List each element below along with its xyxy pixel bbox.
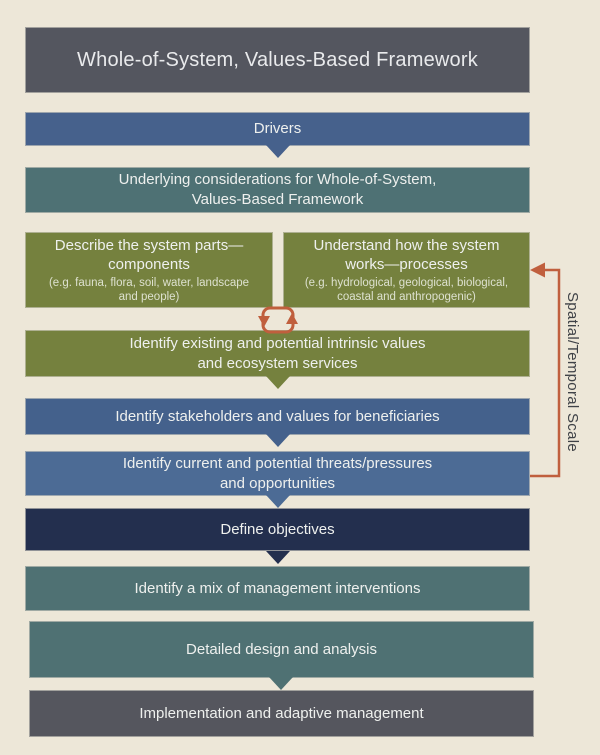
considerations-label: Underlying considerations for Whole-of-S…	[118, 171, 437, 208]
objectives-box: Define objectives	[25, 508, 530, 551]
considerations-box: Underlying considerations for Whole-of-S…	[25, 167, 530, 213]
spatial-scale-bracket	[530, 262, 561, 478]
processes-note: (e.g. hydrological, geological, biologic…	[304, 277, 509, 303]
components-note: (e.g. fauna, flora, soil, water, landsca…	[48, 277, 250, 303]
objectives-label: Define objectives	[220, 520, 335, 538]
design-label: Detailed design and analysis	[186, 640, 377, 658]
threats-label: Identify current and potential threats/p…	[122, 454, 433, 492]
spatial-temporal-scale-label: Spatial/Temporal Scale	[564, 291, 581, 452]
components-box: Describe the system parts—components (e.…	[25, 232, 273, 308]
implementation-label: Implementation and adaptive management	[139, 704, 424, 722]
left-arrowhead-icon	[530, 262, 545, 278]
components-heading: Describe the system parts—components	[54, 237, 244, 273]
drivers-label: Drivers	[253, 120, 302, 137]
implementation-box: Implementation and adaptive management	[29, 690, 534, 737]
threats-box: Identify current and potential threats/p…	[25, 451, 530, 496]
values-label: Identify existing and potential intrinsi…	[129, 334, 426, 372]
interventions-label: Identify a mix of management interventio…	[134, 579, 421, 597]
drivers-box: Drivers	[25, 112, 530, 146]
interventions-box: Identify a mix of management interventio…	[25, 566, 530, 611]
flow-arrow-down-icon	[266, 495, 290, 508]
title-box: Whole-of-System, Values-Based Framework	[25, 27, 530, 93]
flow-arrow-down-icon	[266, 434, 290, 447]
stakeholders-box: Identify stakeholders and values for ben…	[25, 398, 530, 435]
flow-arrow-down-icon	[269, 677, 293, 690]
diagram-title: Whole-of-System, Values-Based Framework	[77, 49, 478, 71]
cycle-exchange-arrows-icon	[258, 306, 298, 334]
flow-arrow-down-icon	[266, 376, 290, 389]
design-box: Detailed design and analysis	[29, 621, 534, 678]
flow-arrow-down-icon	[266, 551, 290, 564]
flow-arrow-down-icon	[266, 145, 290, 158]
stakeholders-label: Identify stakeholders and values for ben…	[115, 407, 440, 425]
